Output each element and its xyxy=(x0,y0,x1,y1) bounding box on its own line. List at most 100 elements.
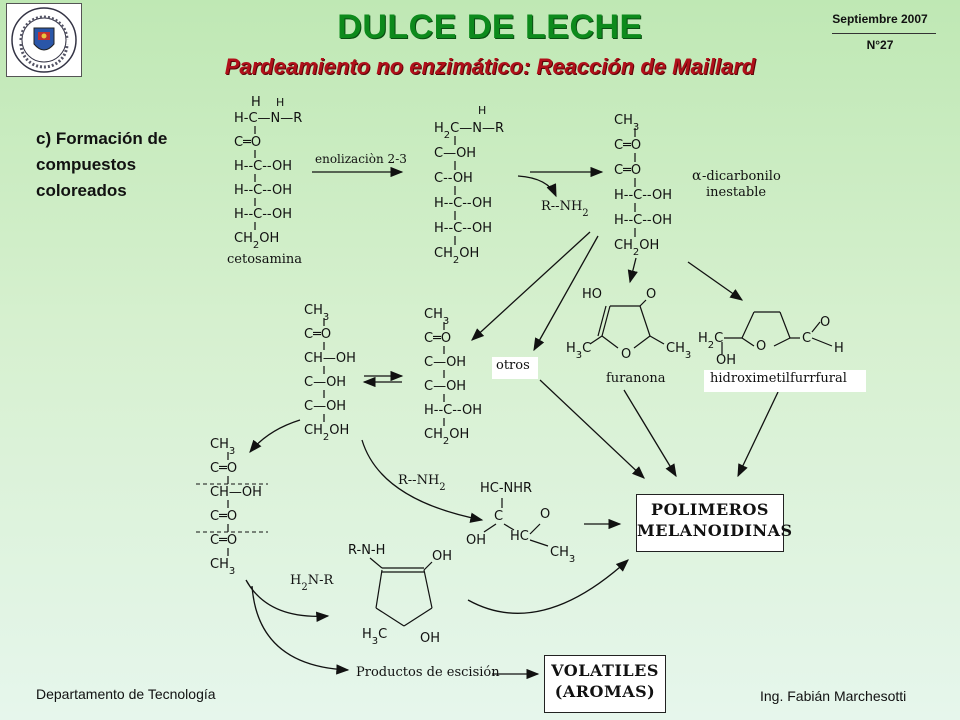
section-label: c) Formación de compuestos coloreados xyxy=(36,129,168,200)
aminoketone-hcnhr: HC-NHR xyxy=(480,481,532,496)
cetosamina-line-0: H-C—N—R xyxy=(234,111,302,126)
enolizacion-label: enolizaciòn 2-3 xyxy=(315,152,407,166)
fragment-line-5: CH3 xyxy=(210,557,235,577)
midright-line-0: CH3 xyxy=(424,307,449,327)
enaminol-line-2: C--OH xyxy=(434,171,473,186)
fragment-line-3: C═O xyxy=(210,509,237,524)
hmf-bond-ch xyxy=(811,337,833,347)
to-hmf-arrow xyxy=(687,261,744,301)
otros-tag: otros xyxy=(492,357,538,379)
furanona-bond-left xyxy=(601,305,611,337)
page-title: DULCE DE LECHE xyxy=(337,8,643,46)
rnh2-b-label: R--NH2 xyxy=(398,473,446,493)
hmf-bond-3 xyxy=(779,311,791,339)
cyclo-bond-left xyxy=(375,569,383,609)
slide-number: N°27 xyxy=(866,38,894,52)
otros-to-poly-arrow xyxy=(539,379,645,479)
hmf-bond-4 xyxy=(741,337,755,347)
hmf-ring-o: O xyxy=(756,339,766,354)
dicarbonyl-line-1: C═O xyxy=(614,138,641,153)
furanona-bond-right xyxy=(639,305,651,337)
furanona-to-poly-arrow xyxy=(623,389,677,478)
furanona-ho: HO xyxy=(582,287,602,302)
midleft-line-3: C—OH xyxy=(304,375,346,390)
furanona-bond-me-left xyxy=(589,335,603,345)
dicarbonyl-line-0: CH3 xyxy=(614,113,639,133)
dicarbonyl-line-2: C═O xyxy=(614,163,641,178)
fragment-line-1: C═O xyxy=(210,461,237,476)
furanona-bond-co xyxy=(639,299,647,307)
midright-line-1: C═O xyxy=(424,331,451,346)
h2nr-label: H2N-R xyxy=(290,573,334,593)
furanona-ketone-o: O xyxy=(646,287,656,302)
midright-line-2: C—OH xyxy=(424,355,466,370)
dicarbonyl-line-3: H--C--OH xyxy=(614,188,672,203)
aminoketone-bond-4 xyxy=(529,523,541,535)
furanona-ring-o: O xyxy=(621,347,631,362)
page-subtitle: Pardeamiento no enzimático: Reacción de … xyxy=(224,54,756,79)
hmf-oh: OH xyxy=(716,353,736,368)
hmf-tag: hidroximetilfurrfural xyxy=(704,370,866,392)
aminoketone-hc: HC xyxy=(510,529,529,544)
to-cyclo-arrow xyxy=(245,579,330,622)
hmf-bond-5 xyxy=(773,337,791,347)
enaminol-line-4: H--C--OH xyxy=(434,221,492,236)
rnh2-label: R--NH2 xyxy=(541,199,589,219)
cetosamina-line-5: CH2OH xyxy=(234,231,279,251)
midleft-line-5: CH2OH xyxy=(304,423,349,443)
cyclo-oh-bottom: OH xyxy=(420,631,440,646)
midright-line-4: H--C--OH xyxy=(424,403,482,418)
aminoketone-oh: OH xyxy=(466,533,486,548)
midleft-line-4: C—OH xyxy=(304,399,346,414)
furanona-ch3: CH3 xyxy=(666,341,691,361)
cyclo-rnh: R-N-H xyxy=(348,543,385,558)
aminoketone-bond-2 xyxy=(483,523,497,533)
hmf-cho-h: H xyxy=(834,341,844,356)
cyclo-bond-right xyxy=(423,569,433,609)
enaminol-top-h: H xyxy=(478,104,486,117)
slide-date: Septiembre 2007 xyxy=(832,12,928,26)
cetosamina-line-4: H--C--OH xyxy=(234,207,292,222)
fragment-line-0: CH3 xyxy=(210,437,235,457)
fragment-line-4: C═O xyxy=(210,533,237,548)
university-seal-icon xyxy=(6,3,82,77)
rnh2-loss-arrow xyxy=(517,175,557,198)
cyclo-oh-top: OH xyxy=(432,549,452,564)
aminoketone-bond-5 xyxy=(529,539,549,547)
to-midright-arrow xyxy=(471,231,591,341)
alfa-symbol: α xyxy=(692,168,702,184)
furanona-bond-left-double xyxy=(597,305,607,337)
polimeros-line1: POLIMEROS xyxy=(651,500,769,519)
aminoketone-c: C xyxy=(494,509,503,524)
escision-label: Productos de escisión xyxy=(356,665,500,680)
date-divider xyxy=(832,33,936,34)
furanona-label: furanona xyxy=(606,371,666,386)
hmf-to-poly-arrow xyxy=(737,391,779,478)
hmf-h2c: H2C xyxy=(698,331,723,351)
cyclo-h3c: H3C xyxy=(362,627,387,647)
cyclo-bond-bl xyxy=(375,607,405,627)
to-furanona-arrow xyxy=(627,257,638,284)
cetosamina-line-1: C═O xyxy=(234,135,261,150)
cetosamina-top-h1: H xyxy=(251,95,261,110)
hmf-bond-1 xyxy=(741,311,755,339)
enaminol-line-1: C—OH xyxy=(434,146,476,161)
hmf-cho-c: C xyxy=(802,331,811,346)
cetosamina-label: cetosamina xyxy=(227,252,302,267)
midleft-line-0: CH3 xyxy=(304,303,329,323)
volatiles-box: VOLATILES (AROMAS) xyxy=(544,655,666,713)
aminoketone-bond-3 xyxy=(503,523,515,531)
enaminol-line-3: H--C--OH xyxy=(434,196,492,211)
hmf-cho-o: O xyxy=(820,315,830,330)
alfa-line1: -dicarbonilo xyxy=(702,169,781,184)
alfa-line2: inestable xyxy=(706,185,766,200)
dicarbonyl-line-5: CH2OH xyxy=(614,238,659,258)
polimeros-line2: MELANOIDINAS xyxy=(637,521,793,540)
cyclo-to-poly-arrow xyxy=(467,559,629,614)
furanona-bond-me-right xyxy=(649,335,665,345)
to-aminoketone-arrow xyxy=(361,439,484,523)
midleft-line-1: C═O xyxy=(304,327,331,342)
to-escision-arrow xyxy=(251,585,350,675)
enaminol-line-0: H2C—N—R xyxy=(434,121,504,141)
